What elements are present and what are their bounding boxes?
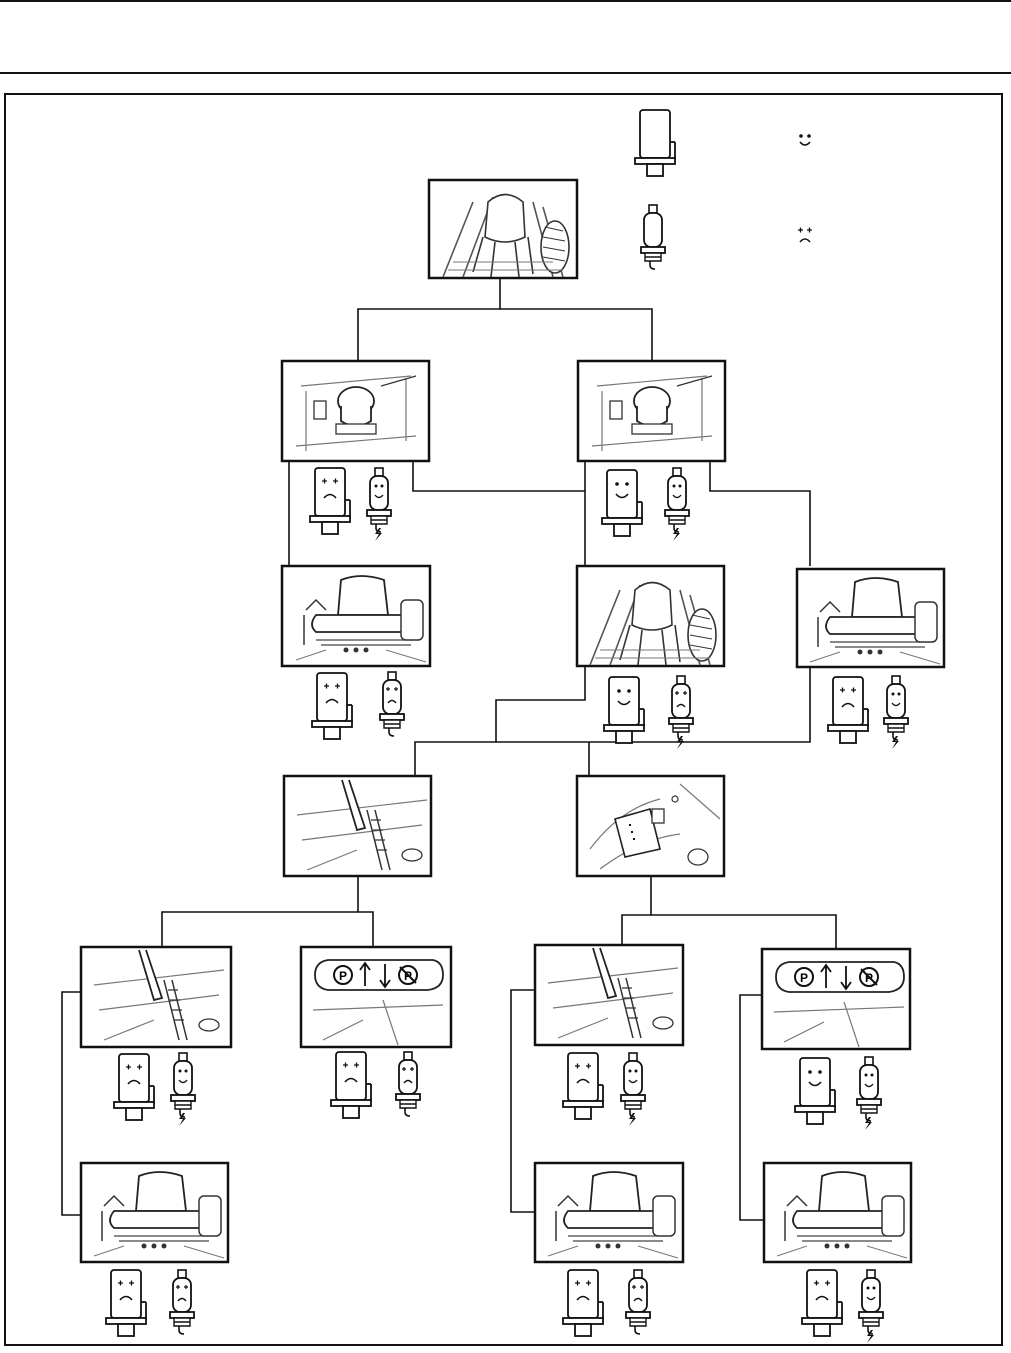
smiley-icon [799, 134, 811, 145]
legend-solenoid-icon [635, 110, 675, 176]
node-lever [284, 776, 431, 876]
node-operator [577, 566, 724, 749]
solenoid-smile-icon [602, 470, 642, 536]
node-ignition-b [578, 361, 725, 541]
node-brake-a [81, 947, 231, 1126]
spark-plug-smile-icon [665, 468, 689, 532]
legend-spark-plug-icon [641, 205, 665, 269]
node-park-b [762, 949, 910, 1130]
spark-plug-smile-icon [367, 468, 391, 532]
spark-plug-smile-icon [859, 1270, 883, 1334]
solenoid-frown-icon [802, 1270, 842, 1336]
node-seat-a [282, 566, 430, 739]
solenoid-frown-icon [563, 1270, 603, 1336]
spark-plug-smile-icon [857, 1057, 881, 1121]
legend [635, 110, 812, 269]
solenoid-frown-icon [563, 1053, 603, 1119]
solenoid-frown-icon [312, 673, 352, 739]
spark-plug-smile-icon [171, 1053, 195, 1117]
node-start [429, 180, 577, 278]
node-seat-b [797, 569, 944, 749]
node-pto [577, 776, 724, 876]
spark-plug-frown-icon [396, 1052, 420, 1116]
spark-plug-frown-icon [170, 1270, 194, 1334]
node-ignition-a [282, 361, 429, 541]
node-park-a [301, 947, 451, 1118]
node-seat-c [81, 1163, 228, 1336]
node-brake-b [535, 945, 683, 1126]
solenoid-frown-icon [114, 1054, 154, 1120]
spark-plug-frown-icon [669, 676, 693, 740]
solenoid-frown-icon [106, 1270, 146, 1336]
spark-plug-frown-icon [380, 672, 404, 736]
spark-plug-smile-icon [884, 676, 908, 740]
node-seat-e [764, 1163, 911, 1343]
solenoid-smile-icon [604, 677, 644, 743]
solenoid-smile-icon [795, 1058, 835, 1124]
node-seat-d [535, 1163, 683, 1336]
spark-plug-frown-icon [626, 1270, 650, 1334]
solenoid-frown-icon [331, 1052, 371, 1118]
frown-icon [798, 228, 812, 243]
solenoid-frown-icon [310, 468, 350, 534]
spark-plug-smile-icon [621, 1053, 645, 1117]
solenoid-frown-icon [828, 677, 868, 743]
